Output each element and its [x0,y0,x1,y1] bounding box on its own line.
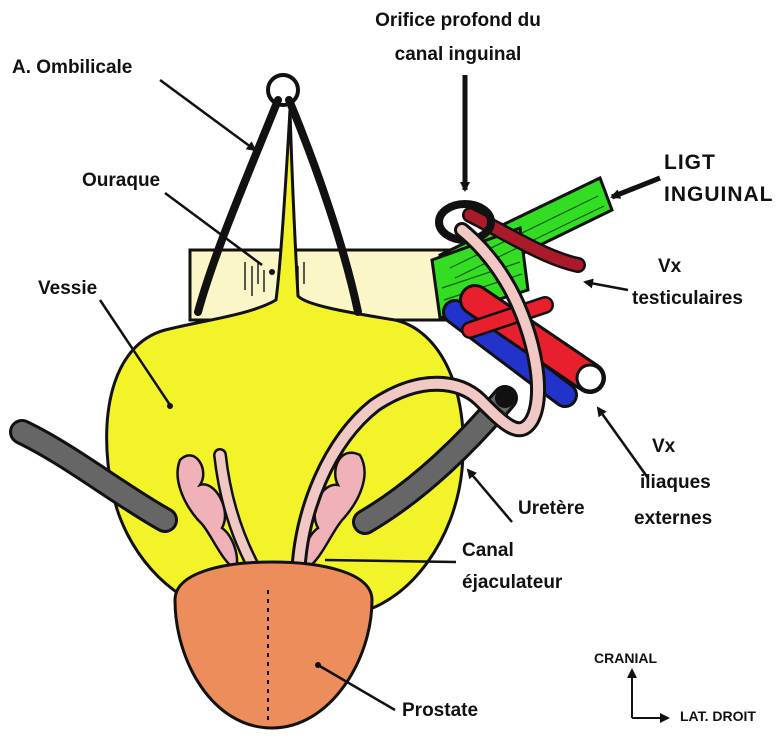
label-iliaques: iliaques [640,472,711,495]
label-a-ombilicale: A. Ombilicale [12,57,132,80]
label-ejaculateur: éjaculateur [462,572,562,595]
ouraque-point [269,269,275,275]
prostate [175,562,372,728]
bladder [107,110,464,612]
label-canal: Canal [462,540,514,563]
label-cranial: CRANIAL [594,650,657,667]
label-externes: externes [634,508,712,531]
label-testiculaires: testiculaires [632,288,743,311]
label-vx-iliaques: Vx [652,436,675,459]
label-uretere: Uretère [518,498,585,521]
ureter-right-end [495,388,515,408]
label-ligt: LIGT [664,150,716,175]
label-orifice-line1: Orifice profond du [348,10,568,33]
label-lat-droit: LAT. DROIT [680,708,756,725]
label-vessie: Vessie [38,278,97,301]
label-inguinal: INGUINAL [664,182,774,207]
label-prostate: Prostate [402,700,478,723]
label-orifice-line2: canal inguinal [348,44,568,67]
label-vx-testic: Vx [658,256,681,279]
orientation-indicator [632,670,668,718]
label-ouraque: Ouraque [82,170,160,193]
